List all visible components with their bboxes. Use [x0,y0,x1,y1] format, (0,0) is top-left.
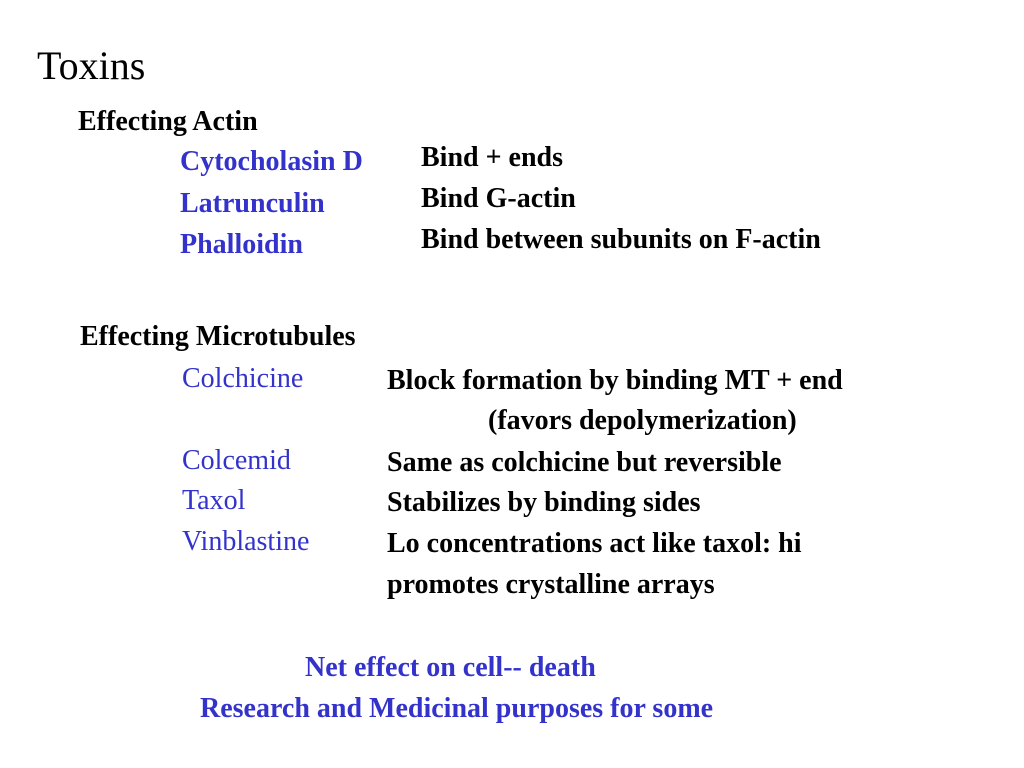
effect-colchicine: Block formation by binding MT + end [387,365,843,396]
slide-title: Toxins [37,43,146,88]
toxin-cytocholasin-d: Cytocholasin D [180,146,363,177]
effect-vinblastine-cont: promotes crystalline arrays [387,569,715,600]
effect-vinblastine: Lo concentrations act like taxol: hi [387,528,802,559]
toxin-phalloidin: Phalloidin [180,229,303,260]
footer-line2: Research and Medicinal purposes for some [200,693,714,724]
effect-colchicine-note: (favors depolymerization) [488,405,797,436]
footer-line1: Net effect on cell-- death [305,652,596,683]
toxin-taxol: Taxol [182,485,246,516]
effect-latrunculin: Bind G-actin [421,183,576,214]
effect-phalloidin: Bind between subunits on F-actin [421,224,821,255]
effect-taxol: Stabilizes by binding sides [387,487,701,518]
microtubules-heading: Effecting Microtubules [80,321,356,352]
toxin-colcemid: Colcemid [182,445,291,476]
actin-heading: Effecting Actin [78,106,258,137]
toxin-latrunculin: Latrunculin [180,188,325,219]
effect-colcemid: Same as colchicine but reversible [387,447,782,478]
toxin-vinblastine: Vinblastine [182,526,310,557]
toxin-colchicine: Colchicine [182,363,304,394]
effect-cytocholasin-d: Bind + ends [421,142,564,173]
